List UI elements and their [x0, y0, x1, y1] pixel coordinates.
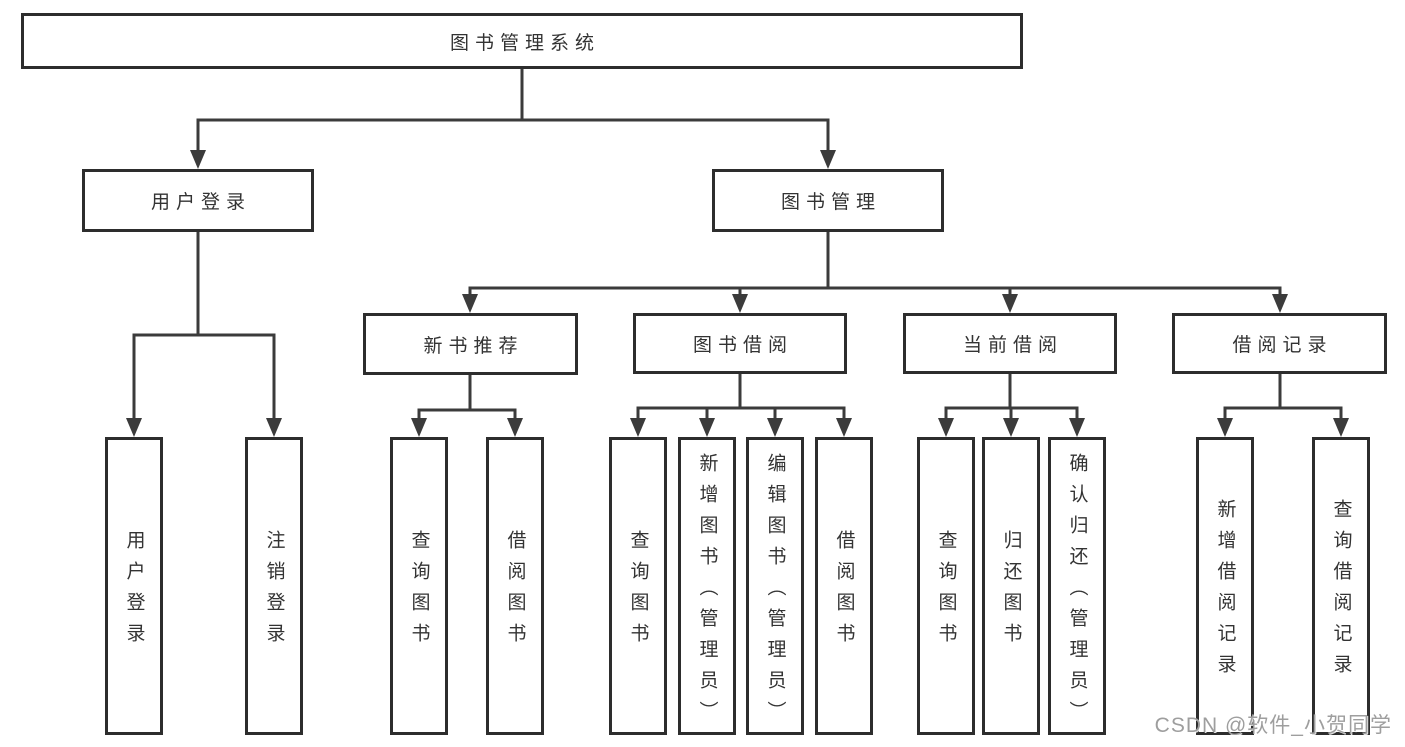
leaf-label: 注销登录	[263, 530, 285, 654]
node-user-login-group: 用户登录	[82, 169, 314, 232]
leaf-label: 新增借阅记录	[1214, 499, 1236, 685]
csdn-watermark: CSDN @软件_小贺同学	[1154, 714, 1392, 737]
node-book-management: 图书管理	[712, 169, 944, 232]
leaf-label: 查询图书	[935, 530, 957, 654]
leaf-label: 查询借阅记录	[1330, 499, 1352, 685]
node-current-borrowing: 当前借阅	[903, 313, 1117, 374]
leaf-user-login: 用户登录	[105, 437, 163, 735]
node-label: 当前借阅	[962, 335, 1063, 356]
leaf-add-borrow-record: 新增借阅记录	[1196, 437, 1254, 735]
leaf-query-books-current: 查询图书	[917, 437, 975, 735]
node-label: 用户登录	[150, 192, 251, 213]
leaf-query-books-borrow: 查询图书	[609, 437, 667, 735]
node-label: 图书管理	[780, 192, 881, 213]
leaf-borrow-books-recommend: 借阅图书	[486, 437, 544, 735]
leaf-add-books-admin: 新增图书（管理员）	[678, 437, 736, 735]
leaf-label: 借阅图书	[504, 530, 526, 654]
node-book-borrowing: 图书借阅	[633, 313, 847, 374]
leaf-label: 新增图书（管理员）	[696, 452, 718, 732]
node-borrowing-records: 借阅记录	[1172, 313, 1387, 374]
node-label: 借阅记录	[1232, 335, 1333, 356]
node-library-system: 图书管理系统	[21, 13, 1023, 69]
leaf-borrow-books: 借阅图书	[815, 437, 873, 735]
leaf-query-borrow-record: 查询借阅记录	[1312, 437, 1370, 735]
node-label: 图书管理系统	[449, 32, 600, 54]
node-new-book-recommend: 新书推荐	[363, 313, 578, 375]
leaf-label: 用户登录	[123, 530, 145, 654]
leaf-query-books-recommend: 查询图书	[390, 437, 448, 735]
node-label: 新书推荐	[423, 335, 524, 357]
leaf-label: 确认归还（管理员）	[1066, 452, 1088, 732]
leaf-confirm-return-admin: 确认归还（管理员）	[1048, 437, 1106, 735]
leaf-label: 编辑图书（管理员）	[764, 452, 786, 732]
leaf-label: 借阅图书	[833, 530, 855, 654]
leaf-label: 查询图书	[627, 530, 649, 654]
leaf-edit-books-admin: 编辑图书（管理员）	[746, 437, 804, 735]
leaf-label: 归还图书	[1000, 530, 1022, 654]
leaf-return-books: 归还图书	[982, 437, 1040, 735]
leaf-logout: 注销登录	[245, 437, 303, 735]
leaf-label: 查询图书	[408, 530, 430, 654]
node-label: 图书借阅	[692, 335, 793, 356]
